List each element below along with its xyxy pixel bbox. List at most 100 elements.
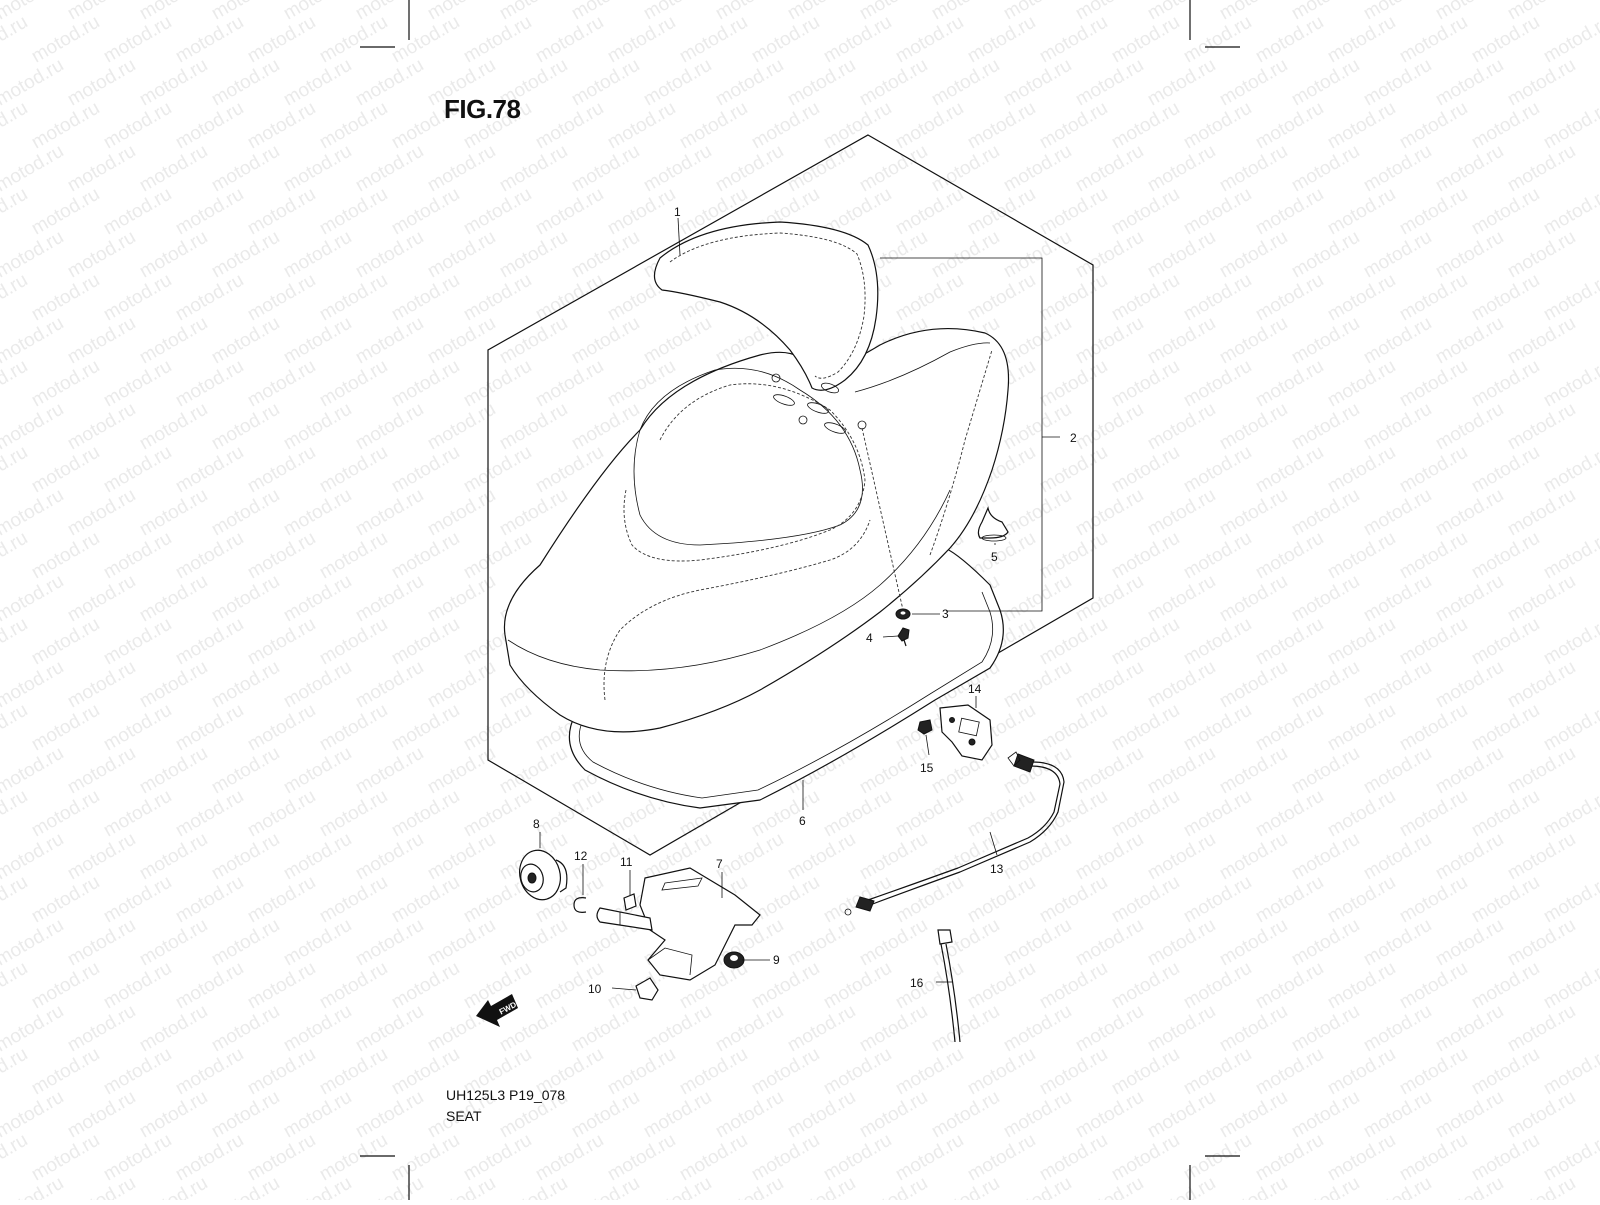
callout-7: 7 [716, 857, 723, 871]
watermark-text: motod.ru [1324, 184, 1399, 240]
watermark-text: motod.ru [1072, 227, 1147, 283]
watermark-text: motod.ru [100, 700, 175, 756]
watermark-text: motod.ru [1288, 743, 1363, 799]
watermark-text: motod.ru [1252, 1130, 1327, 1186]
watermark-text: motod.ru [1504, 829, 1579, 885]
watermark-text: motod.ru [568, 0, 643, 24]
watermark-text: motod.ru [928, 227, 1003, 283]
watermark-text: motod.ru [136, 657, 211, 713]
watermark-text: motod.ru [280, 1173, 355, 1200]
watermark-text: motod.ru [100, 958, 175, 1014]
watermark-text: motod.ru [1036, 184, 1111, 240]
watermark-text: motod.ru [1396, 872, 1471, 928]
watermark-text: motod.ru [712, 1087, 787, 1143]
watermark-text: motod.ru [1216, 485, 1291, 541]
watermark-text: motod.ru [964, 98, 1039, 154]
watermark-text: motod.ru [1036, 270, 1111, 326]
watermark-text: motod.ru [1432, 1087, 1507, 1143]
watermark-text: motod.ru [352, 829, 427, 885]
watermark-text: motod.ru [1072, 657, 1147, 713]
watermark-text: motod.ru [280, 915, 355, 971]
callout-11: 11 [620, 855, 633, 869]
watermark-text: motod.ru [64, 141, 139, 197]
watermark-text: motod.ru [856, 829, 931, 885]
watermark-text: motod.ru [316, 12, 391, 68]
watermark-text: motod.ru [1108, 958, 1183, 1014]
watermark-text: motod.ru [964, 872, 1039, 928]
watermark-text: motod.ru [1324, 1130, 1399, 1186]
pin-part-11 [623, 893, 637, 911]
watermark-text: motod.ru [1396, 270, 1471, 326]
watermark-text: motod.ru [784, 915, 859, 971]
watermark-text: motod.ru [1324, 958, 1399, 1014]
watermark-text: motod.ru [136, 313, 211, 369]
watermark-text: motod.ru [208, 313, 283, 369]
watermark-text: motod.ru [1396, 528, 1471, 584]
watermark-text: motod.ru [1036, 614, 1111, 670]
watermark-text: motod.ru [352, 657, 427, 713]
watermark-text: motod.ru [352, 485, 427, 541]
watermark-text: motod.ru [712, 829, 787, 885]
watermark-text: motod.ru [1144, 0, 1219, 24]
watermark-text: motod.ru [1072, 1001, 1147, 1057]
watermark-text: motod.ru [208, 485, 283, 541]
watermark-text: motod.ru [1504, 141, 1579, 197]
watermark-text: motod.ru [100, 528, 175, 584]
watermark-text: motod.ru [1216, 1173, 1291, 1200]
watermark-text: motod.ru [100, 184, 175, 240]
watermark-text: motod.ru [316, 786, 391, 842]
watermark-text: motod.ru [1360, 0, 1435, 24]
watermark-text: motod.ru [928, 1173, 1003, 1200]
watermark-text: motod.ru [28, 270, 103, 326]
watermark-text: motod.ru [856, 915, 931, 971]
watermark-text: motod.ru [964, 270, 1039, 326]
watermark-text: motod.ru [1432, 399, 1507, 455]
watermark-text: motod.ru [1468, 528, 1543, 584]
watermark-text: motod.ru [1000, 657, 1075, 713]
watermark-text: motod.ru [568, 1173, 643, 1200]
watermark-text: motod.ru [1000, 399, 1075, 455]
watermark-text: motod.ru [1324, 872, 1399, 928]
watermark-text: motod.ru [1216, 915, 1291, 971]
watermark-text: motod.ru [1072, 915, 1147, 971]
watermark-text: motod.ru [1504, 1001, 1579, 1057]
watermark-text: motod.ru [1432, 829, 1507, 885]
watermark-text: motod.ru [1504, 227, 1579, 283]
watermark-text: motod.ru [460, 528, 535, 584]
watermark-text: motod.ru [496, 1173, 571, 1200]
watermark-text: motod.ru [1144, 313, 1219, 369]
watermark-text: motod.ru [64, 227, 139, 283]
watermark-text: motod.ru [1252, 184, 1327, 240]
watermark-text: motod.ru [172, 356, 247, 412]
watermark-text: motod.ru [244, 786, 319, 842]
watermark-text: motod.ru [172, 12, 247, 68]
watermark-text: motod.ru [532, 12, 607, 68]
watermark-text: motod.ru [1360, 1087, 1435, 1143]
watermark-text: motod.ru [1288, 1173, 1363, 1200]
watermark-text: motod.ru [352, 1001, 427, 1057]
watermark-text: motod.ru [712, 141, 787, 197]
watermark-text: motod.ru [0, 184, 31, 240]
watermark-text: motod.ru [568, 227, 643, 283]
watermark-text: motod.ru [532, 786, 607, 842]
watermark-text: motod.ru [0, 270, 31, 326]
watermark-text: motod.ru [1288, 1001, 1363, 1057]
watermark-text: motod.ru [604, 98, 679, 154]
callout-12: 12 [574, 849, 588, 863]
watermark-text: motod.ru [1468, 270, 1543, 326]
seat-cushion [503, 327, 1010, 733]
watermark-text: motod.ru [208, 657, 283, 713]
callout-2: 2 [1070, 431, 1077, 445]
seat-stitch-line [623, 383, 866, 562]
watermark-text: motod.ru [1180, 270, 1255, 326]
watermark-text: motod.ru [1288, 399, 1363, 455]
watermark-text: motod.ru [1432, 915, 1507, 971]
watermark-text: motod.ru [1144, 141, 1219, 197]
backrest-pad [653, 221, 879, 391]
watermark-text: motod.ru [532, 356, 607, 412]
watermark-text: motod.ru [136, 571, 211, 627]
watermark-text: motod.ru [1000, 915, 1075, 971]
watermark-text: motod.ru [1072, 55, 1147, 111]
watermark-text: motod.ru [1252, 614, 1327, 670]
